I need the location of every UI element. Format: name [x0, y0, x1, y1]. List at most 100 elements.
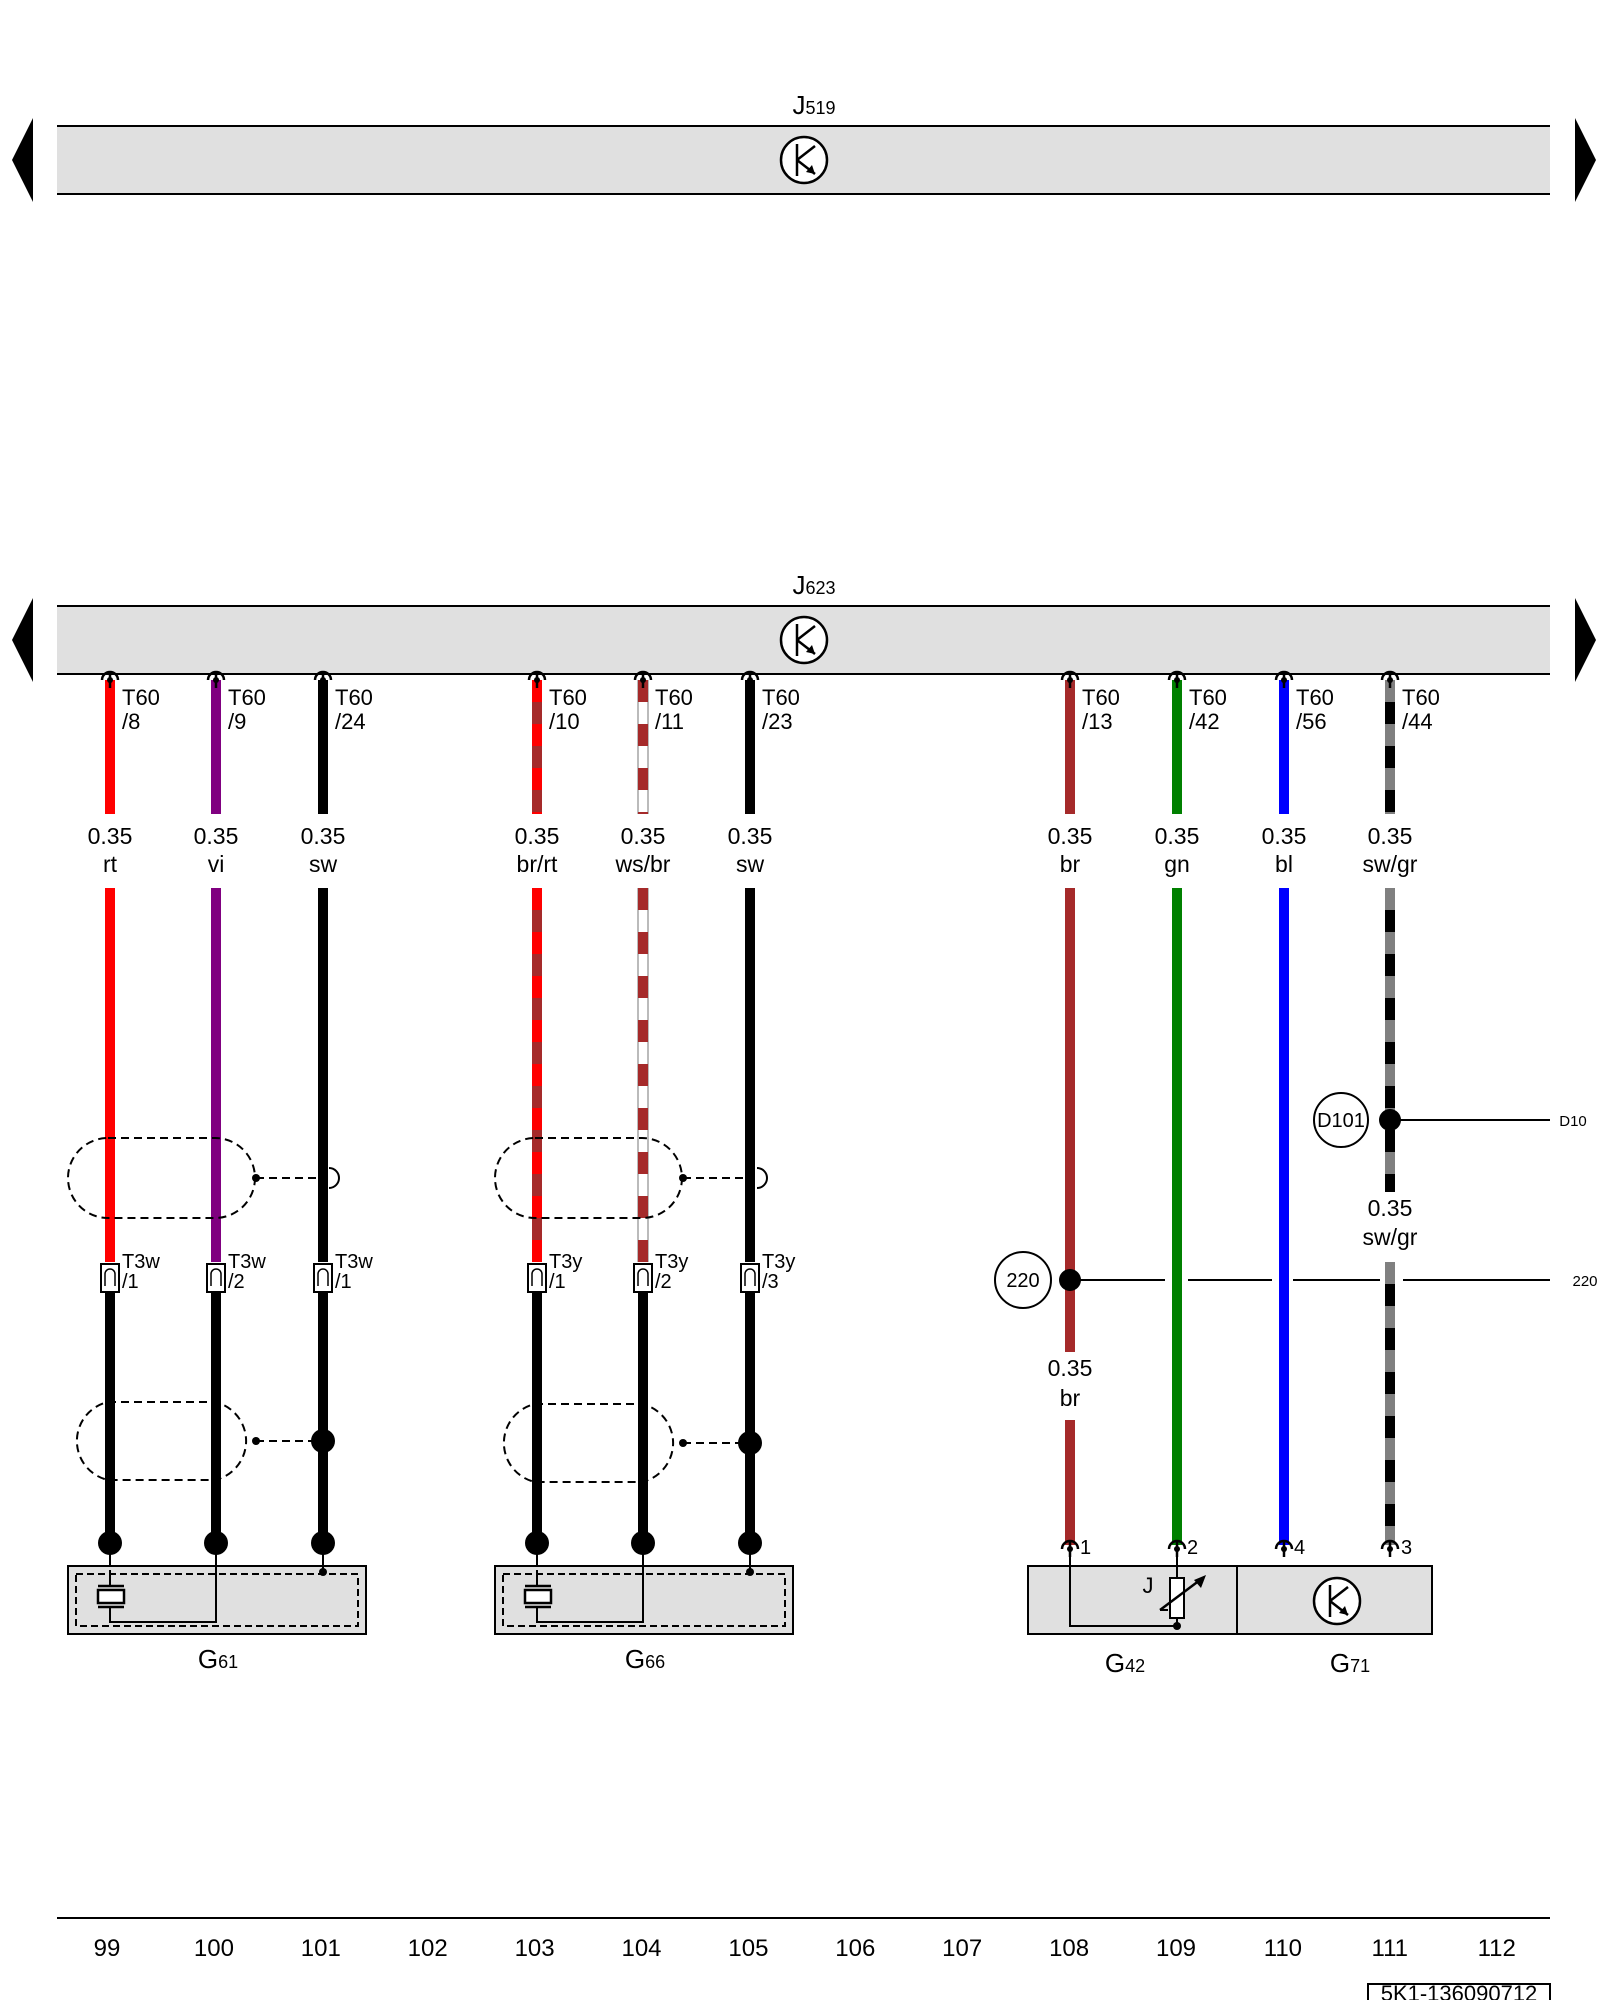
pin-label-t60: T60: [228, 685, 266, 710]
sensor-j-label: J: [1143, 1573, 1154, 1598]
pin-label-num: /24: [335, 709, 366, 734]
column-number: 111: [1372, 1935, 1408, 1962]
pin-label-num: /13: [1082, 709, 1113, 734]
shield-node: [679, 1174, 687, 1182]
module-j519: J519: [12, 90, 1596, 202]
wire-swgr-lower-size: 0.35: [1368, 1195, 1413, 1221]
right-arrow-icon: [1575, 598, 1596, 682]
column-number: 104: [621, 1935, 661, 1962]
pin-label-t60: T60: [1402, 685, 1440, 710]
wire-size-label: 0.35: [515, 823, 560, 849]
connector-pin-label: /1: [122, 1271, 139, 1293]
pin-label-t60: T60: [549, 685, 587, 710]
pin-label-num: /42: [1189, 709, 1220, 734]
shield-ground-node: [311, 1429, 335, 1453]
wire-size-label: 0.35: [1155, 823, 1200, 849]
connector-label: T3w: [122, 1251, 160, 1273]
connector-label: T3w: [335, 1251, 373, 1273]
component-g42-g71: J G42 G71: [1027, 1550, 1433, 1678]
wire-color-label: rt: [103, 851, 118, 877]
wire-color-label: vi: [208, 851, 225, 877]
shield-node: [679, 1439, 687, 1447]
wire-color-label: br/rt: [517, 851, 559, 877]
splice-d101: D101 D10: [1313, 1092, 1587, 1148]
pin-label-num: /11: [655, 709, 684, 734]
wire-color-label: sw: [736, 851, 765, 877]
column-number: 106: [835, 1935, 875, 1962]
wire-br-lower-size: 0.35: [1048, 1355, 1093, 1381]
knock-sensor-icon: [523, 1560, 644, 1623]
connector-pin-label: /1: [549, 1271, 566, 1293]
shield-node: [252, 1174, 260, 1182]
splice-220: 220 220: [994, 1251, 1598, 1309]
column-number: 108: [1049, 1935, 1089, 1962]
connector-pin-label: /2: [228, 1271, 245, 1293]
column-number: 107: [942, 1935, 982, 1962]
column-number: 110: [1264, 1935, 1302, 1962]
component-g66: G66: [494, 1560, 794, 1674]
temperature-sensor-icon: [1069, 1550, 1206, 1630]
wire-size-label: 0.35: [728, 823, 773, 849]
control-unit-icon: [779, 135, 829, 185]
column-number: 100: [194, 1935, 234, 1962]
connector-label: T3y: [762, 1251, 795, 1273]
wire-color-label: sw: [309, 851, 338, 877]
wire-color-label: bl: [1275, 851, 1293, 877]
sensor-pin-2: 2: [1187, 1537, 1198, 1559]
component-g61: G61: [67, 1560, 367, 1674]
wires-layer: T60/80.35rtT3w/1T60/90.35viT3w/2T60/240.…: [88, 670, 1440, 1566]
connector-pin-label: /2: [655, 1271, 672, 1293]
splice-220-label: 220: [1006, 1270, 1039, 1292]
pin-label-t60: T60: [655, 685, 693, 710]
shield-end: [328, 1167, 340, 1189]
sensor-pin-1: 1: [1080, 1537, 1091, 1559]
shield-g66-upper: [494, 1137, 750, 1219]
component-g42-label: G42: [1105, 1648, 1145, 1678]
wire-size-label: 0.35: [1368, 823, 1413, 849]
column-number: 112: [1478, 1935, 1516, 1962]
pin-label-num: /23: [762, 709, 793, 734]
control-unit-icon: [779, 615, 829, 665]
column-number: 109: [1156, 1935, 1196, 1962]
left-arrow-icon: [12, 598, 33, 682]
pin-label-t60: T60: [762, 685, 800, 710]
pin-label-num: /8: [122, 709, 140, 734]
column-number: 103: [515, 1935, 555, 1962]
column-number: 102: [408, 1935, 448, 1962]
edge-ref-d10: D10: [1559, 1113, 1587, 1130]
knock-sensor-icon: [96, 1560, 217, 1623]
splice-d101-label: D101: [1317, 1110, 1365, 1132]
pin-label-t60: T60: [1189, 685, 1227, 710]
wire-color-label: gn: [1164, 851, 1190, 877]
pin-label-t60: T60: [1082, 685, 1120, 710]
wire-swgr-lower-color: sw/gr: [1363, 1224, 1418, 1250]
left-arrow-icon: [12, 118, 33, 202]
pin-label-num: /44: [1402, 709, 1433, 734]
column-number: 99: [94, 1935, 121, 1962]
wire-size-label: 0.35: [194, 823, 239, 849]
sensor-pin-4: 4: [1294, 1537, 1305, 1559]
pin-label-t60: T60: [335, 685, 373, 710]
connector-label: T3w: [228, 1251, 266, 1273]
component-g66-label: G66: [625, 1644, 665, 1674]
control-unit-icon: [1312, 1576, 1362, 1626]
pin-label-t60: T60: [122, 685, 160, 710]
shield-ground-node: [738, 1431, 762, 1455]
wire-size-label: 0.35: [1048, 823, 1093, 849]
edge-ref-220: 220: [1572, 1273, 1597, 1290]
column-number: 101: [301, 1935, 341, 1962]
pin-label-num: /56: [1296, 709, 1327, 734]
wire-br-lower-color: br: [1060, 1385, 1081, 1411]
column-number: 105: [728, 1935, 768, 1962]
wire-color-label: ws/br: [615, 851, 671, 877]
wire-color-label: sw/gr: [1363, 851, 1418, 877]
wire-size-label: 0.35: [301, 823, 346, 849]
component-g71-label: G71: [1330, 1648, 1370, 1678]
component-g61-label: G61: [198, 1644, 238, 1674]
wire-size-label: 0.35: [621, 823, 666, 849]
pin-label-t60: T60: [1296, 685, 1334, 710]
sensor-pin-3: 3: [1401, 1537, 1412, 1559]
shield-node: [252, 1437, 260, 1445]
module-j623: J623: [12, 570, 1596, 682]
